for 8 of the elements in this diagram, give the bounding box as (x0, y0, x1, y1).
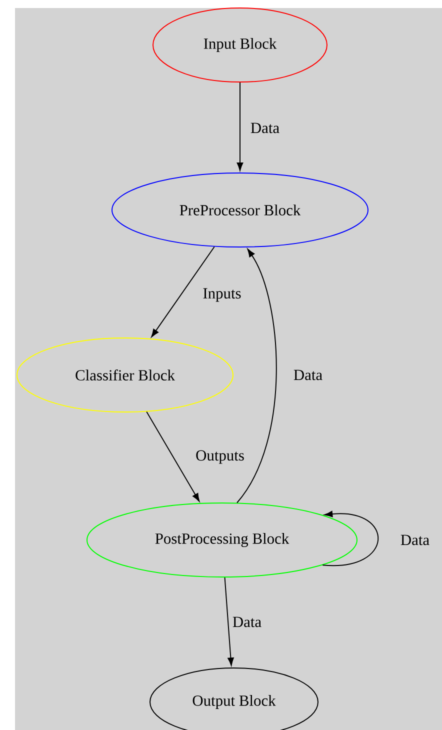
arrow (236, 82, 244, 171)
edge-label: Inputs (202, 287, 242, 303)
arrow (224, 577, 234, 666)
edge-label: Outputs (194, 449, 246, 465)
arrow (236, 248, 277, 504)
arrow (322, 510, 379, 566)
arrow (146, 411, 200, 502)
arrow (151, 246, 215, 338)
